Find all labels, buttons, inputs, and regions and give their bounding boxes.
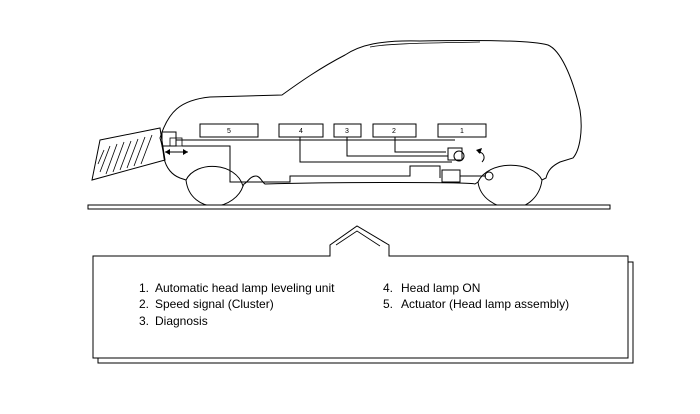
- legend-item-2: 2. Speed signal (Cluster): [139, 297, 274, 311]
- headlamp-actuator-assembly: [161, 131, 188, 155]
- roof-line: [369, 41, 481, 48]
- callout-1-text: 1: [460, 128, 464, 135]
- legend-item-1: 1. Automatic head lamp leveling unit: [139, 281, 335, 295]
- callout-4: 4: [278, 123, 324, 138]
- legend-box: [92, 225, 629, 359]
- legend-item-3-num: 3.: [139, 314, 149, 328]
- legend-item-5: 5. Actuator (Head lamp assembly): [383, 297, 569, 311]
- callout-5: 5: [199, 123, 259, 138]
- callout-3-text: 3: [345, 128, 349, 135]
- legend-item-4: 4. Head lamp ON: [383, 281, 480, 295]
- legend-item-3-text: Diagnosis: [155, 314, 208, 328]
- legend-item-3: 3. Diagnosis: [139, 314, 208, 328]
- callout-2: 2: [372, 123, 417, 138]
- callout-4-text: 4: [299, 128, 303, 135]
- legend-item-5-text: Actuator (Head lamp assembly): [401, 297, 569, 311]
- legend-item-4-text: Head lamp ON: [401, 281, 480, 295]
- legend-item-1-text: Automatic head lamp leveling unit: [155, 281, 335, 295]
- callout-5-text: 5: [227, 128, 231, 135]
- legend-item-1-num: 1.: [139, 281, 149, 295]
- legend-item-2-text: Speed signal (Cluster): [155, 297, 274, 311]
- front-wheel: [185, 179, 244, 207]
- callout-3: 3: [333, 123, 362, 138]
- headlamp-beam: [91, 127, 166, 181]
- legend-pointer-shadow: [335, 230, 381, 247]
- vehicle-body-outline: [159, 39, 582, 188]
- wiring-harness: [176, 137, 455, 183]
- legend-item-2-num: 2.: [139, 297, 149, 311]
- ground-line: [87, 204, 611, 210]
- legend-item-4-num: 4.: [383, 281, 393, 295]
- legend-item-5-num: 5.: [383, 297, 393, 311]
- rear-wheel: [477, 179, 543, 209]
- leveling-unit-and-sensor: [441, 147, 494, 183]
- callout-1: 1: [437, 123, 487, 138]
- callout-2-text: 2: [392, 128, 396, 135]
